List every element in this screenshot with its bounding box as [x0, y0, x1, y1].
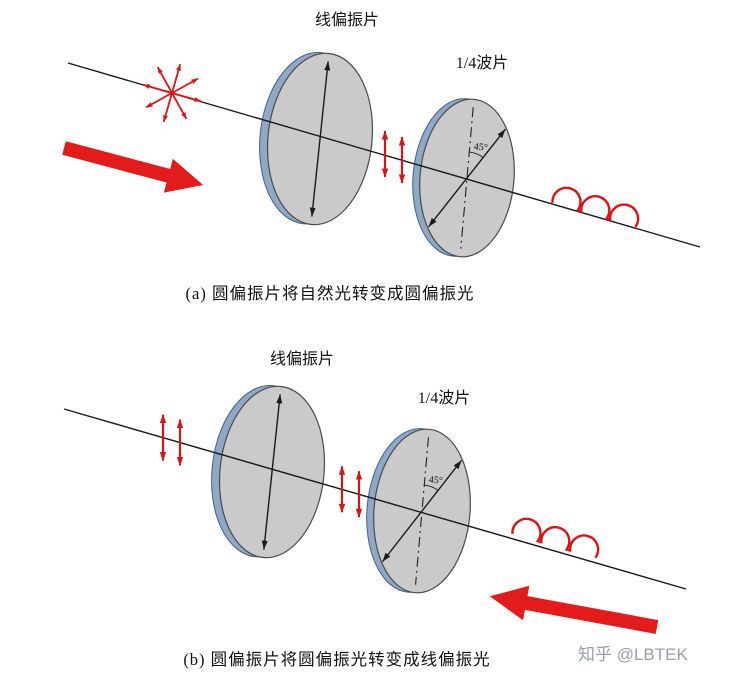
diagram-a: 45° 线偏振片 1/4波片 (a) 圆偏振片将自然光转变成圆偏振光	[62, 11, 701, 303]
linear-polarizer-label-b: 线偏振片	[270, 350, 334, 368]
waveplate-axis-arrow	[428, 128, 506, 228]
linear-polarizer-disk-a	[259, 51, 374, 226]
angle-arc	[469, 151, 484, 158]
propagation-arrow-b	[489, 585, 659, 634]
quarter-waveplate-disk-a: 45°	[412, 98, 515, 258]
transmission-axis-arrow	[309, 61, 331, 217]
angle-label-b: 45°	[428, 474, 443, 486]
natural-light-symbol	[142, 63, 202, 123]
linear-polarization-arrows-b-middle	[338, 465, 363, 518]
transmission-axis-arrow	[261, 394, 283, 550]
waveplate-axis-arrow	[381, 459, 463, 563]
linear-polarization-arrows-b-left	[159, 414, 184, 466]
angle-arc	[424, 484, 439, 491]
direction-arrow-left	[489, 585, 659, 634]
linear-polarization-arrows-a	[381, 130, 406, 184]
quarter-waveplate-label-b: 1/4波片	[418, 389, 470, 407]
quarter-waveplate-disk-b: 45°	[366, 428, 471, 594]
linear-polarizer-label-a: 线偏振片	[315, 11, 379, 29]
quarter-waveplate-label-a: 1/4波片	[456, 54, 508, 72]
linear-polarizer-disk-b	[211, 384, 326, 559]
natural-light-ray	[142, 83, 202, 103]
helix-path	[551, 186, 640, 228]
angle-label-a: 45°	[473, 141, 488, 153]
circular-polarization-helix-a	[551, 186, 640, 228]
caption-a: (a) 圆偏振片将自然光转变成圆偏振光	[186, 284, 475, 303]
helix-path	[511, 517, 600, 559]
watermark: 知乎 @LBTEK	[578, 645, 688, 664]
diagram-b: 45° 线偏振片 1/4波片 (b) 圆偏振片将圆偏振光转变成线偏振光	[63, 350, 687, 669]
caption-b: (b) 圆偏振片将圆偏振光转变成线偏振光	[183, 650, 490, 669]
direction-arrow-right	[62, 141, 204, 193]
propagation-arrow-a	[62, 141, 204, 193]
light-axis-b	[63, 408, 687, 590]
circular-polarization-helix-b	[511, 517, 600, 559]
